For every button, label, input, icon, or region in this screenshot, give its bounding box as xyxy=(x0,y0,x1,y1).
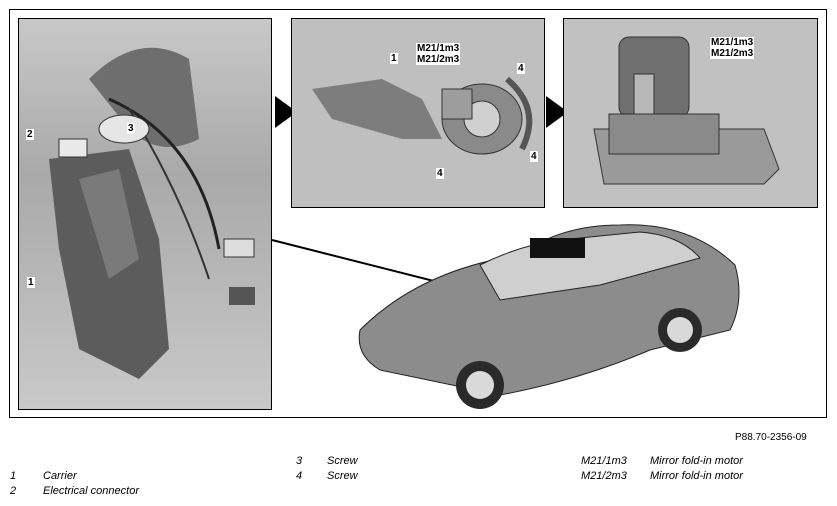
callout-4: 4 xyxy=(530,151,538,162)
mirror-housing-photo: 2 3 1 xyxy=(18,18,272,410)
callout-m21-1m3: M21/1m3 xyxy=(416,43,461,54)
callout-1: 1 xyxy=(390,53,398,64)
legend-key: 2 xyxy=(10,485,17,497)
callout-m21-1m3: M21/1m3 xyxy=(710,37,755,48)
legend-key: M21/1m3 xyxy=(581,455,627,467)
motor-drawing xyxy=(593,36,780,185)
legend-key: 3 xyxy=(296,455,303,467)
callout-m21-2m3: M21/2m3 xyxy=(710,48,755,59)
legend-item: M21/2m3 Mirror fold-in motor xyxy=(581,469,743,484)
motor-assembly-drawing xyxy=(312,76,533,155)
callout-1: 1 xyxy=(27,277,35,288)
legend-item: 4 Screw xyxy=(296,469,358,484)
legend-text: Electrical connector xyxy=(43,485,139,497)
arrow-right-icon xyxy=(546,96,568,128)
legend-text: Carrier xyxy=(43,470,77,482)
legend-key: M21/2m3 xyxy=(581,470,627,482)
callout-4: 4 xyxy=(436,168,444,179)
callout-m21-2m3: M21/2m3 xyxy=(416,54,461,65)
legend-key: 1 xyxy=(10,470,17,482)
legend-item: 3 Screw xyxy=(296,454,358,469)
motor-assembly-photo: 1 M21/1m3 M21/2m3 4 4 4 xyxy=(291,18,545,208)
motor-photo: M21/1m3 M21/2m3 xyxy=(563,18,818,208)
callout-4: 4 xyxy=(517,63,525,74)
callout-2: 2 xyxy=(26,129,34,140)
legend-text: Screw xyxy=(327,470,358,482)
legend-item: M21/1m3 Mirror fold-in motor xyxy=(581,454,743,469)
reference-code: P88.70-2356-09 xyxy=(735,432,807,443)
callout-3: 3 xyxy=(127,123,135,134)
legend-item: 1 Carrier xyxy=(10,469,139,484)
legend-text: Mirror fold-in motor xyxy=(650,455,743,467)
legend-col1: 1 Carrier 2 Electrical connector xyxy=(10,469,139,499)
mirror-housing-drawing xyxy=(49,47,255,379)
legend-key: 4 xyxy=(296,470,303,482)
legend-text: Screw xyxy=(327,455,358,467)
legend-text: Mirror fold-in motor xyxy=(650,470,743,482)
legend-item: 2 Electrical connector xyxy=(10,484,139,499)
